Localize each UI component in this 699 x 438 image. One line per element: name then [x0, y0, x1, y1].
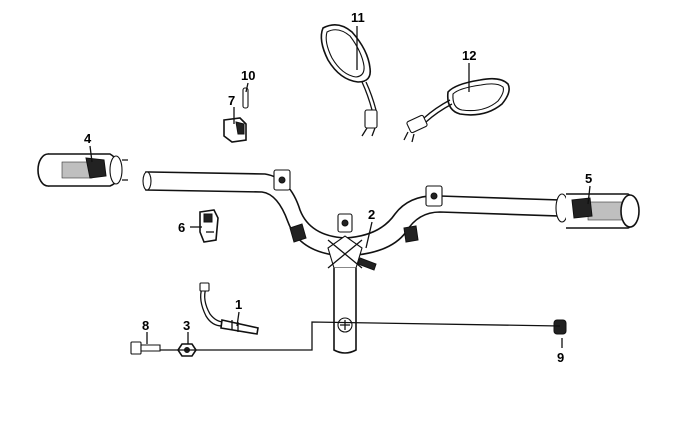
cable-rod-1	[199, 282, 259, 335]
leader-lines	[89, 26, 591, 351]
callout-11: 11	[351, 10, 365, 25]
steering-stem	[333, 268, 357, 354]
callout-2: 2	[368, 207, 375, 222]
right-mirror	[403, 77, 510, 143]
callout-10: 10	[241, 68, 255, 83]
callouts: 11 12 10 7 4 5 6 2 1 8 3 9	[84, 10, 592, 365]
left-mirror	[320, 24, 378, 137]
callout-1: 1	[235, 297, 242, 312]
callout-4: 4	[84, 131, 92, 146]
callout-3: 3	[183, 318, 190, 333]
handlebar-tube	[142, 169, 561, 271]
right-grip	[555, 193, 640, 229]
callout-9: 9	[557, 350, 564, 365]
pin-10	[242, 87, 249, 109]
bracket-7	[223, 117, 247, 143]
bolt-8	[130, 341, 161, 355]
callout-8: 8	[142, 318, 149, 333]
callout-5: 5	[585, 171, 592, 186]
end-cap-9	[553, 319, 567, 335]
left-grip	[37, 153, 128, 187]
callout-12: 12	[462, 48, 476, 63]
callout-7: 7	[228, 93, 235, 108]
callout-6: 6	[178, 220, 185, 235]
clip-6	[199, 209, 219, 243]
